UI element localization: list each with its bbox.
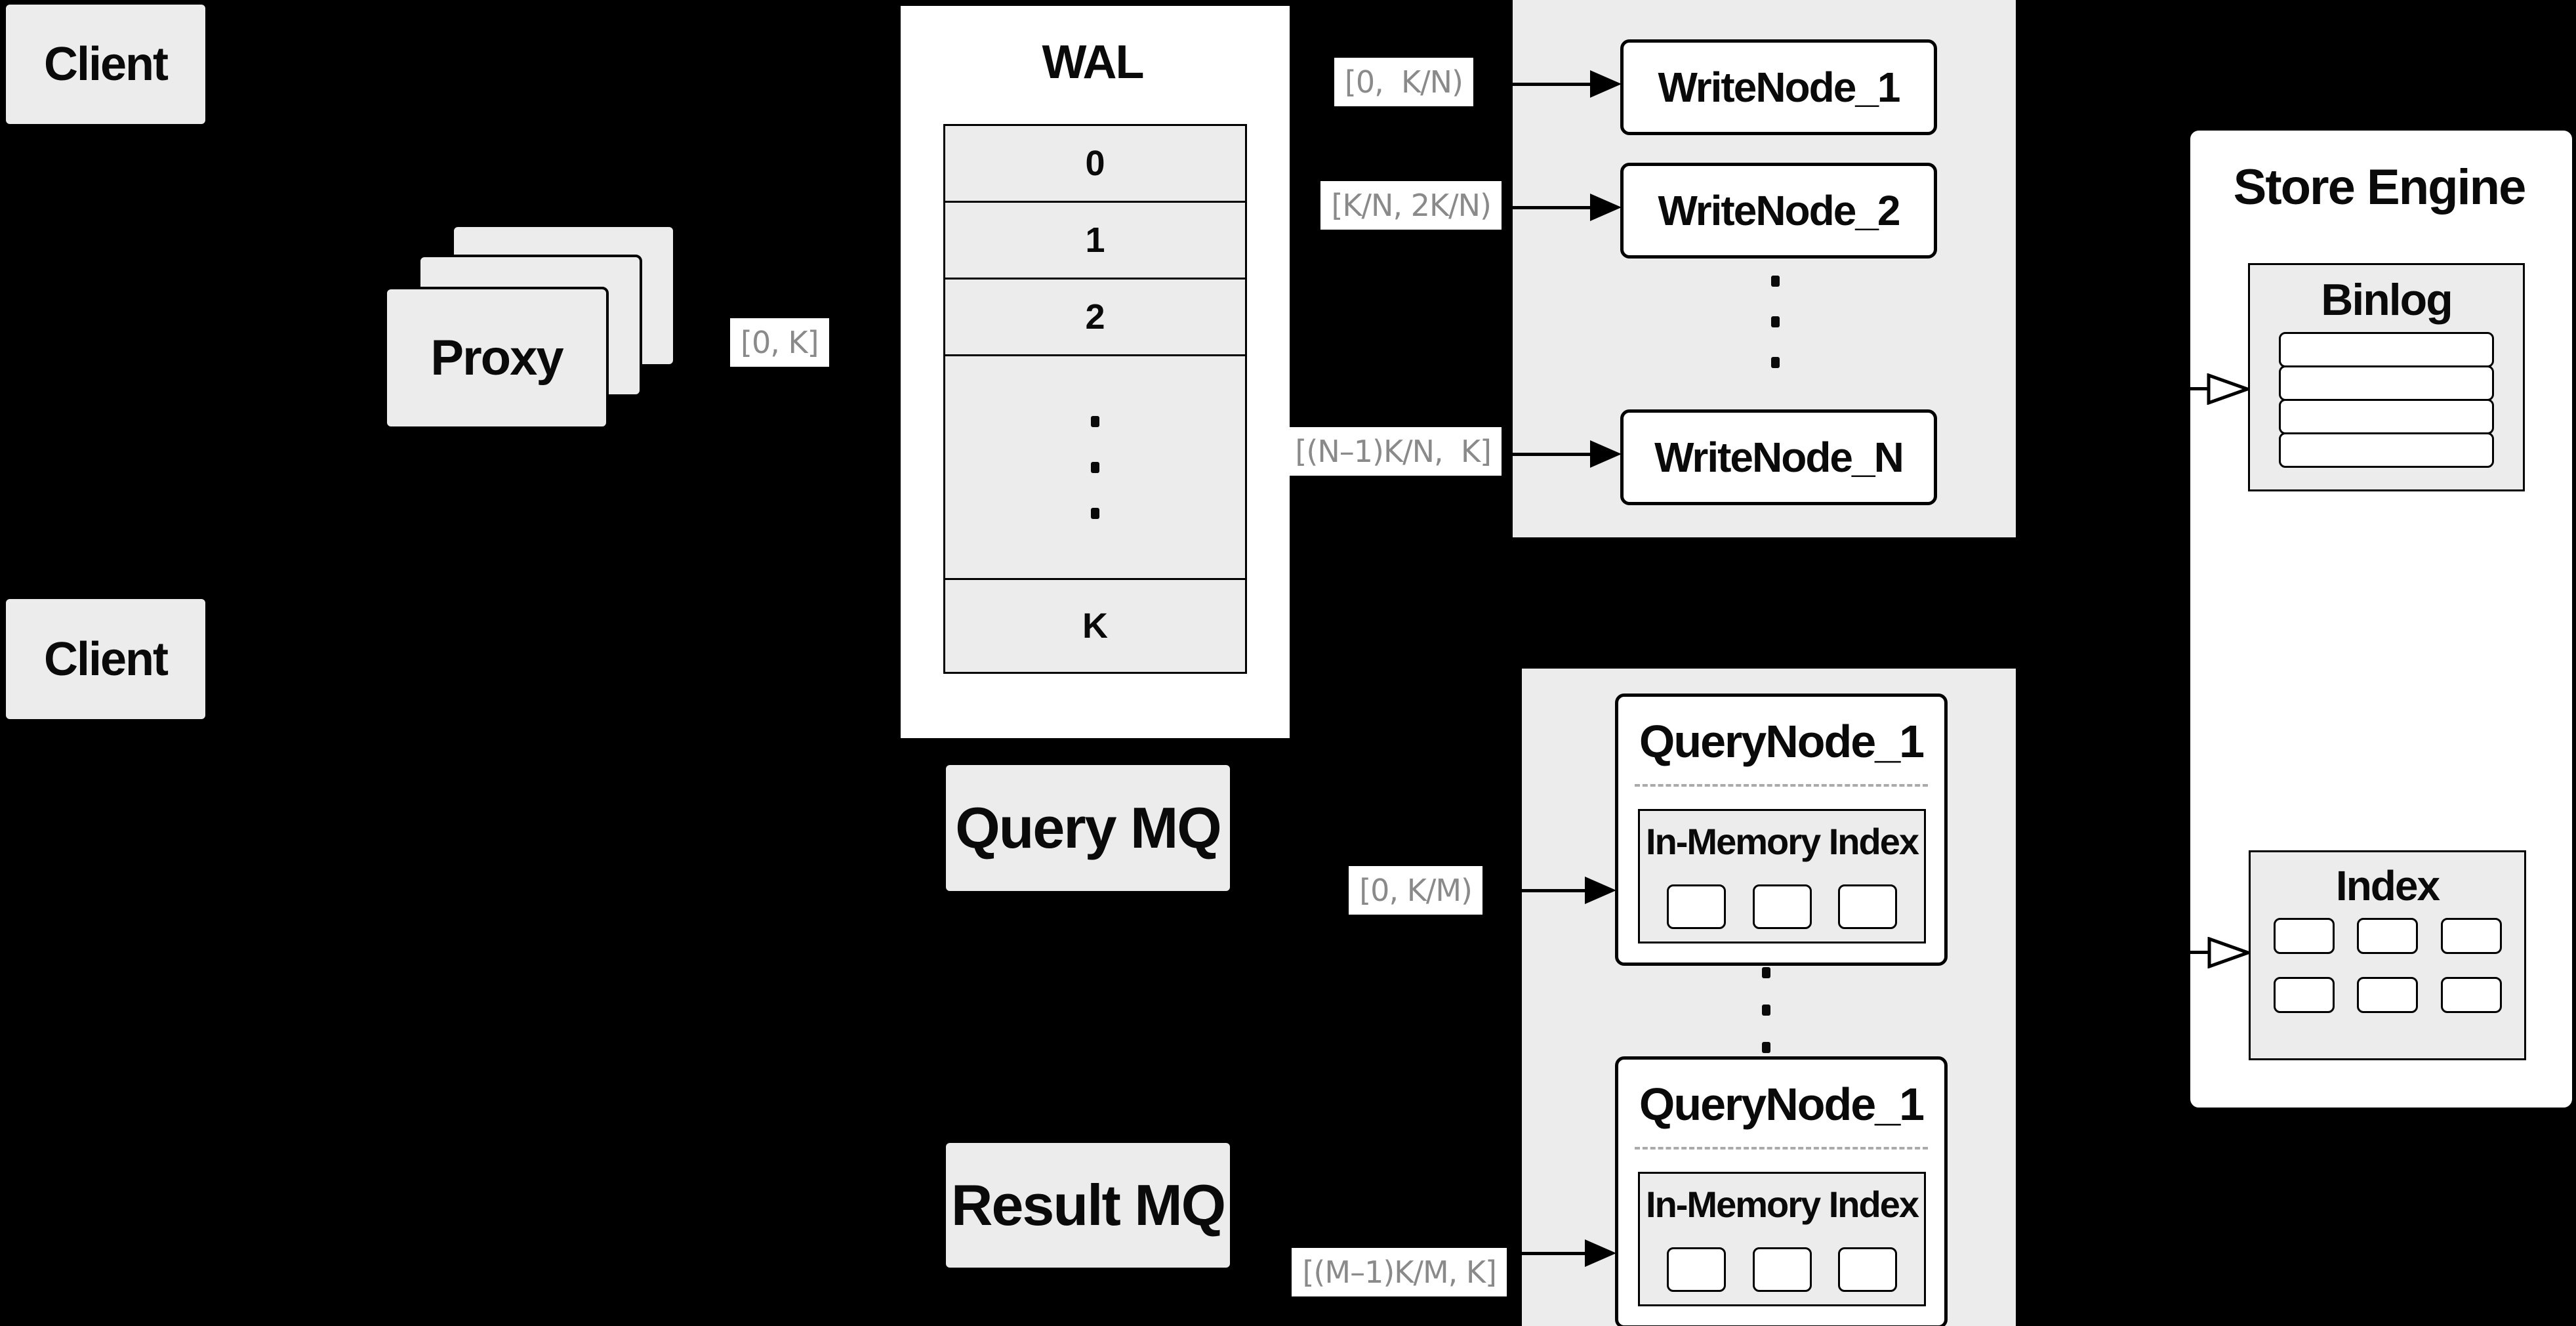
write-node-1-label: WriteNode_1	[1658, 64, 1900, 111]
index-cells-row-1	[2251, 918, 2524, 954]
arrow-shaft-write-n	[1513, 453, 1593, 456]
range-label-client-to-wal: [0, K]	[730, 318, 829, 367]
write-cluster-panel: WriteNode_1 WriteNode_2 WriteNode_N	[1513, 0, 2016, 537]
wal-row-1: 1	[945, 203, 1245, 280]
index-cell	[2357, 977, 2418, 1013]
store-engine-title: Store Engine	[2233, 159, 2527, 215]
arrow-head-query-bottom	[1585, 1239, 1616, 1267]
write-node-1: WriteNode_1	[1620, 39, 1937, 135]
wal-ellipsis-cell	[945, 356, 1245, 580]
arrow-shaft-binlog	[2190, 387, 2217, 390]
wal-row-2: 2	[945, 280, 1245, 356]
range-label-query-node: [0, K/M)	[1349, 866, 1482, 915]
in-memory-cells-bottom	[1640, 1247, 1924, 1292]
arrow-shaft-index	[2190, 951, 2217, 954]
proxy-card-front: Proxy	[384, 287, 609, 429]
binlog-title: Binlog	[2321, 275, 2453, 325]
binlog-row	[2279, 432, 2494, 468]
memory-cell	[1838, 1247, 1898, 1292]
query-cluster-panel: QueryNode_1 In-Memory Index QueryNode_1 …	[1522, 669, 2016, 1326]
client-top-label: Client	[43, 38, 169, 91]
in-memory-index-top-title: In-Memory Index	[1646, 821, 1919, 862]
query-node-top-divider	[1635, 784, 1928, 787]
index-cell	[2273, 977, 2335, 1013]
query-node-bottom: QueryNode_1 In-Memory Index	[1615, 1056, 1948, 1326]
result-mq-box: Result MQ	[946, 1143, 1230, 1268]
wal-row-0: 0	[945, 126, 1245, 203]
open-arrow-head-index	[2207, 937, 2251, 968]
index-title: Index	[2335, 862, 2440, 909]
arrow-shaft-query-bottom	[1522, 1252, 1587, 1255]
query-mq-box: Query MQ	[946, 765, 1230, 891]
arrow-head-write-1	[1590, 70, 1622, 98]
index-cell	[2357, 918, 2418, 954]
arrow-head-write-n	[1590, 440, 1622, 468]
in-memory-index-box-top: In-Memory Index	[1638, 809, 1926, 943]
wal-table: 0 1 2 K	[943, 124, 1247, 674]
arrow-head-query-top	[1585, 877, 1616, 904]
range-label-write-2: [K/N, 2K/N)	[1320, 181, 1502, 230]
write-ellipsis-dots	[1771, 276, 1780, 368]
range-label-result-node: [(M–1)K/M, K]	[1292, 1248, 1507, 1296]
in-memory-cells-top	[1640, 884, 1924, 929]
query-ellipsis-dots	[1762, 967, 1770, 1053]
query-node-top: QueryNode_1 In-Memory Index	[1615, 694, 1948, 966]
client-box-top: Client	[6, 5, 205, 124]
range-label-write-n: [(N–1)K/N, K]	[1284, 427, 1502, 476]
client-box-bottom: Client	[6, 599, 205, 719]
range-label-write-1: [0, K/N)	[1334, 58, 1473, 106]
arrow-shaft-write-1	[1513, 83, 1593, 86]
memory-cell	[1666, 884, 1726, 929]
arrow-shaft-write-2	[1513, 206, 1593, 209]
index-cell	[2440, 977, 2502, 1013]
index-box: Index	[2249, 850, 2526, 1060]
binlog-row	[2279, 332, 2494, 367]
wal-row-k: K	[945, 580, 1245, 672]
write-node-2: WriteNode_2	[1620, 163, 1937, 259]
proxy-label: Proxy	[430, 330, 563, 386]
query-node-bottom-title: QueryNode_1	[1639, 1079, 1925, 1130]
index-cell	[2273, 918, 2335, 954]
write-node-2-label: WriteNode_2	[1658, 187, 1900, 234]
in-memory-index-bottom-title: In-Memory Index	[1646, 1184, 1919, 1225]
arrow-shaft-query-top	[1522, 889, 1587, 892]
index-cell	[2440, 918, 2502, 954]
client-bottom-label: Client	[43, 632, 169, 686]
wal-ellipsis-dots	[1091, 415, 1099, 519]
result-mq-label: Result MQ	[951, 1172, 1226, 1237]
in-memory-index-box-bottom: In-Memory Index	[1638, 1172, 1926, 1306]
query-node-bottom-divider	[1635, 1147, 1928, 1150]
binlog-rows	[2279, 332, 2494, 468]
wal-title: WAL	[1042, 36, 1145, 89]
memory-cell	[1752, 884, 1812, 929]
memory-cell	[1752, 1247, 1812, 1292]
binlog-row	[2279, 399, 2494, 434]
memory-cell	[1838, 884, 1898, 929]
arrow-head-write-2	[1590, 194, 1622, 221]
query-node-top-title: QueryNode_1	[1639, 716, 1925, 767]
memory-cell	[1666, 1247, 1726, 1292]
query-mq-label: Query MQ	[955, 795, 1222, 860]
open-arrow-head-binlog	[2207, 373, 2250, 405]
binlog-row	[2279, 365, 2494, 401]
write-node-n-label: WriteNode_N	[1654, 434, 1904, 481]
binlog-box: Binlog	[2248, 263, 2525, 491]
write-node-n: WriteNode_N	[1620, 409, 1937, 505]
index-cells-row-2	[2251, 977, 2524, 1013]
